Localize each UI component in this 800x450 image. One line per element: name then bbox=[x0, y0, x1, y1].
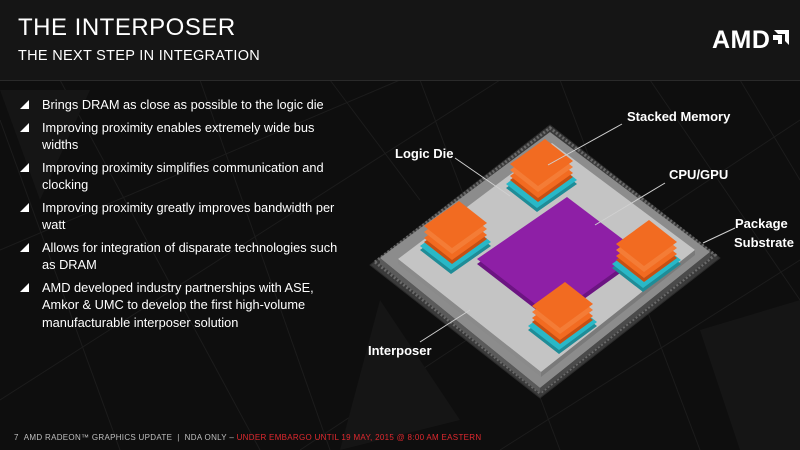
label-stacked-memory: Stacked Memory bbox=[627, 109, 731, 124]
footer: 7 AMD RADEON™ GRAPHICS UPDATE | NDA ONLY… bbox=[14, 433, 481, 442]
label-cpu-gpu: CPU/GPU bbox=[669, 167, 728, 182]
header-divider bbox=[0, 80, 800, 81]
bullet-text: Improving proximity enables extremely wi… bbox=[42, 119, 315, 153]
memory-stack-bottom bbox=[528, 282, 597, 354]
bullet-item: Brings DRAM as close as possible to the … bbox=[18, 96, 348, 114]
footer-text: AMD RADEON™ GRAPHICS UPDATE | NDA ONLY – bbox=[23, 433, 237, 442]
memory-stack-top bbox=[506, 139, 577, 212]
bullet-item: AMD developed industry partnerships with… bbox=[18, 279, 348, 332]
label-logic-die: Logic Die bbox=[395, 146, 454, 161]
bullet-text: Improving proximity greatly improves ban… bbox=[42, 199, 335, 233]
memory-stack-right bbox=[612, 220, 681, 292]
bullet-text: Allows for integration of disparate tech… bbox=[42, 239, 338, 273]
triangle-bullet-icon bbox=[20, 282, 29, 292]
header-bar bbox=[0, 0, 800, 80]
triangle-bullet-icon bbox=[20, 122, 29, 132]
bullet-list: Brings DRAM as close as possible to the … bbox=[18, 96, 348, 336]
amd-logo: AMD bbox=[712, 26, 790, 55]
label-package-line2: Substrate bbox=[734, 235, 794, 250]
embargo-notice: UNDER EMBARGO UNTIL 19 MAY, 2015 @ 8:00 … bbox=[236, 433, 482, 442]
page-number: 7 bbox=[14, 433, 19, 442]
bullet-item: Improving proximity enables extremely wi… bbox=[18, 119, 348, 154]
cpu-gpu-die bbox=[477, 197, 641, 322]
triangle-bullet-icon bbox=[20, 162, 29, 172]
label-package-line1: Package bbox=[735, 216, 788, 231]
bullet-text: AMD developed industry partnerships with… bbox=[42, 279, 314, 330]
page-subtitle: THE NEXT STEP IN INTEGRATION bbox=[18, 48, 261, 64]
page-title: THE INTERPOSER bbox=[18, 14, 236, 41]
bullet-text: Improving proximity simplifies communica… bbox=[42, 159, 324, 193]
amd-arrow-icon bbox=[773, 30, 790, 46]
interposer-diagram: Stacked Memory Logic Die CPU/GPU Package… bbox=[368, 109, 794, 399]
label-interposer: Interposer bbox=[368, 343, 432, 358]
triangle-bullet-icon bbox=[20, 100, 29, 109]
logo-text: AMD bbox=[712, 26, 771, 54]
bullet-item: Allows for integration of disparate tech… bbox=[18, 239, 348, 274]
memory-stack-left bbox=[420, 201, 491, 274]
bullet-item: Improving proximity simplifies communica… bbox=[18, 159, 348, 194]
bullet-text: Brings DRAM as close as possible to the … bbox=[42, 97, 324, 112]
bullet-item: Improving proximity greatly improves ban… bbox=[18, 199, 348, 234]
triangle-bullet-icon bbox=[20, 242, 29, 252]
triangle-bullet-icon bbox=[20, 202, 29, 212]
